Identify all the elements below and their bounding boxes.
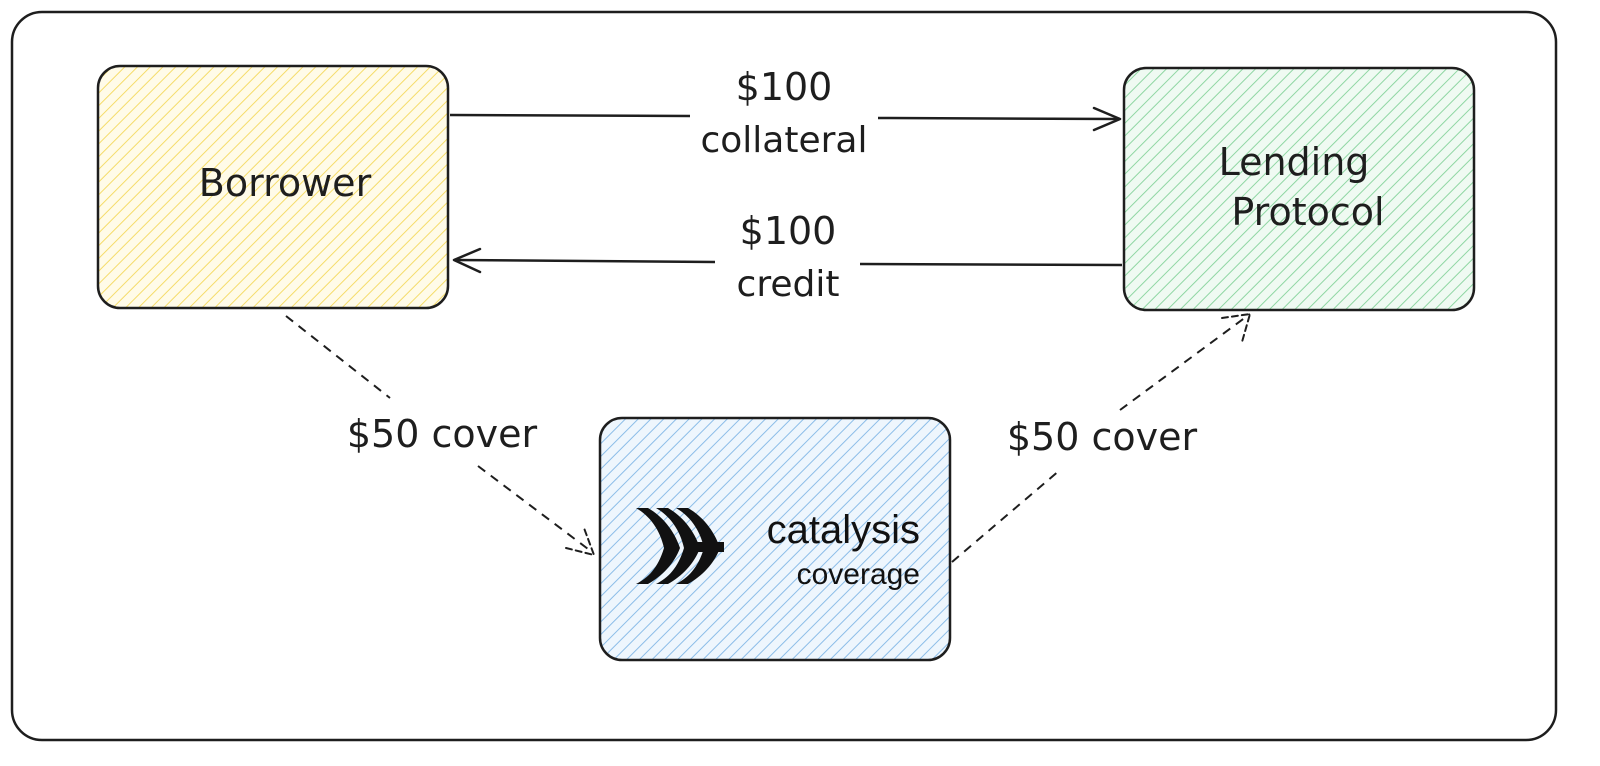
edge-cover-left: $50 cover <box>285 315 596 557</box>
cover-right-label: $50 cover <box>1007 415 1198 459</box>
catalysis-wordmark: catalysis <box>767 508 920 552</box>
lending-protocol-label-line2: Protocol <box>1231 190 1384 234</box>
node-lending-protocol: Lending Protocol <box>1122 66 1476 312</box>
cover-left-label: $50 cover <box>347 412 538 456</box>
arrowhead-credit <box>452 247 482 274</box>
node-borrower: Borrower <box>96 64 450 310</box>
arrowhead-cover-left <box>565 527 596 557</box>
node-catalysis-coverage: catalysis coverage <box>598 416 952 662</box>
arrowhead-cover-right <box>1221 312 1252 343</box>
collateral-label: collateral <box>700 120 867 161</box>
borrower-label: Borrower <box>199 161 372 205</box>
lending-protocol-label-line1: Lending <box>1219 140 1370 184</box>
edge-collateral: $100 collateral <box>449 65 1122 161</box>
edge-credit: $100 credit <box>452 209 1123 305</box>
borrower-box <box>96 64 450 310</box>
edge-cover-right: $50 cover <box>951 312 1252 563</box>
collateral-amount: $100 <box>736 65 833 109</box>
lending-protocol-box <box>1122 66 1476 312</box>
catalysis-subtitle: coverage <box>797 558 920 591</box>
arrowhead-collateral <box>1092 106 1122 132</box>
credit-amount: $100 <box>740 209 837 253</box>
credit-label: credit <box>737 264 840 305</box>
catalysis-box <box>598 416 952 662</box>
catalysis-logo-icon <box>636 508 724 584</box>
